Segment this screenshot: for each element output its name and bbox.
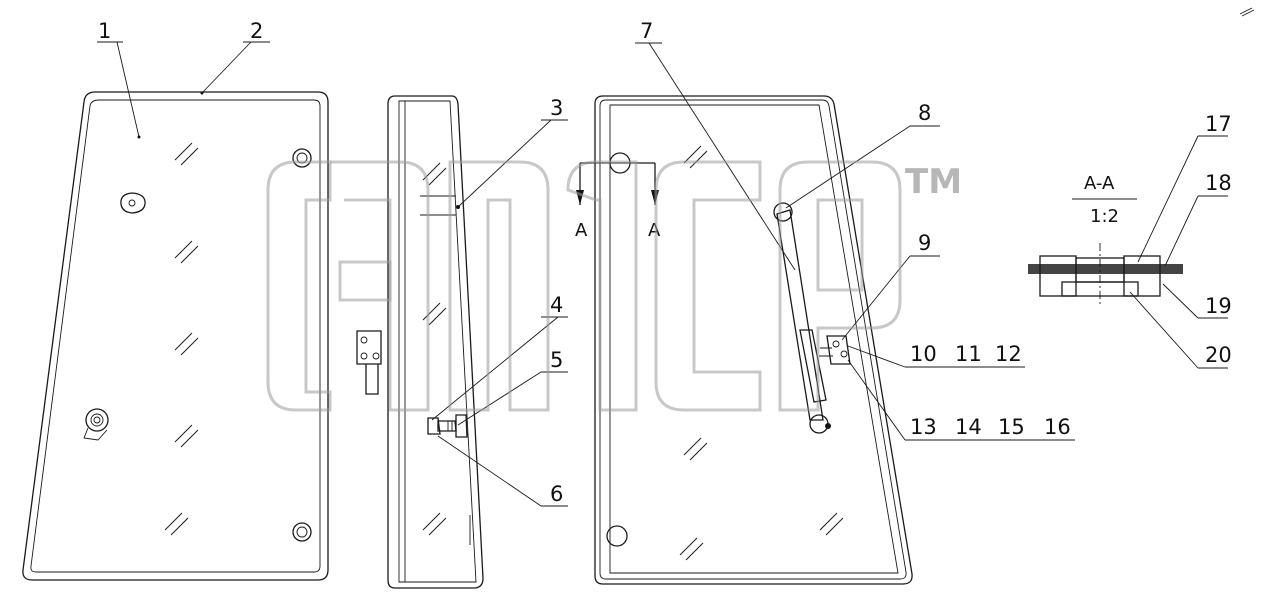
leader-lines	[97, 41, 1228, 507]
callout-12: 12	[995, 342, 1022, 366]
left-door-panel	[22, 91, 329, 581]
callout-14: 14	[955, 415, 982, 439]
trademark-symbol: TM	[905, 162, 962, 202]
callout-20: 20	[1205, 343, 1232, 367]
right-door-panel	[576, 95, 913, 585]
callout-3: 3	[550, 96, 563, 120]
section-title: A-A	[1084, 173, 1115, 194]
callout-4: 4	[550, 293, 563, 317]
corner-mark	[1239, 7, 1255, 17]
section-scale: 1:2	[1090, 206, 1119, 227]
callout-15: 15	[998, 415, 1025, 439]
callout-17: 17	[1205, 112, 1232, 136]
section-view-a-a: A-A 1:2	[1028, 173, 1183, 305]
callout-5: 5	[550, 348, 563, 372]
callout-10: 10	[910, 342, 937, 366]
callout-19: 19	[1205, 294, 1232, 318]
callout-6: 6	[550, 482, 563, 506]
callout-numbers: 1 2 3 4 5 6 7 8 9 10 11 12 13 14 15 16 1…	[98, 19, 1232, 506]
callout-13: 13	[910, 415, 937, 439]
callout-11: 11	[955, 342, 982, 366]
side-door-panel	[356, 95, 484, 589]
callout-8: 8	[918, 101, 931, 125]
section-marker-left: A	[575, 220, 588, 241]
callout-7: 7	[640, 19, 653, 43]
callout-16: 16	[1044, 415, 1071, 439]
callout-1: 1	[98, 19, 111, 43]
callout-18: 18	[1205, 171, 1232, 195]
callout-9: 9	[918, 231, 931, 255]
watermark-logo: TM	[266, 160, 962, 412]
callout-2: 2	[250, 19, 263, 43]
